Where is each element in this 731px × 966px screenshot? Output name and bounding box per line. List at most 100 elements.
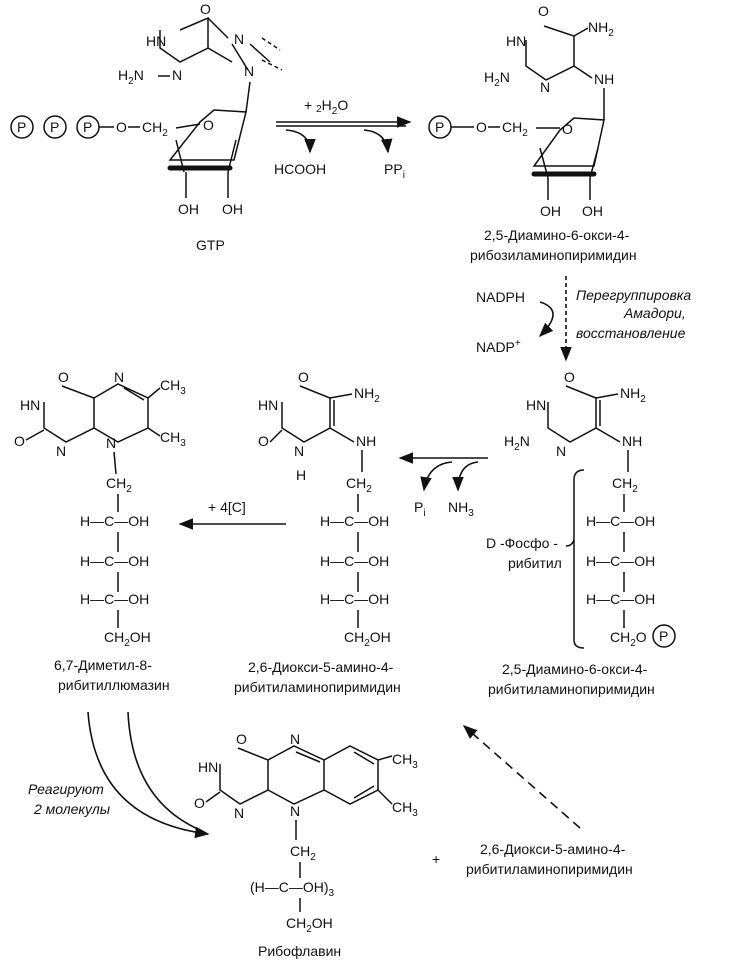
compound-d-label-2: рибитиллюмазин <box>58 677 170 693</box>
r-hn: HN <box>198 759 218 775</box>
phosphoribityl-2: рибитил <box>508 555 562 571</box>
r-ch2: CH2 <box>290 843 316 863</box>
b-ch2o: CH2O <box>610 629 647 649</box>
gtp-oh-3: OH <box>222 201 243 217</box>
compound-a-label-2: рибозиламинопиримидин <box>470 247 637 263</box>
d-c3: H—C—OH <box>80 591 149 607</box>
c-c2: H—C—OH <box>320 553 389 569</box>
d-o: O <box>58 369 69 385</box>
compound-e-label-1: 2,6-Диокси-5-амино-4- <box>480 841 626 857</box>
c-ch2: CH2 <box>346 475 372 495</box>
a-ch2: CH2 <box>502 119 528 139</box>
gtp-p1: P <box>17 119 26 135</box>
nh3-product: NH3 <box>448 499 474 519</box>
r-n1: N <box>234 805 244 821</box>
r-ch3-b: CH3 <box>392 799 418 819</box>
d-c1: H—C—OH <box>80 513 149 529</box>
compound-a-label-1: 2,5-Диамино-6-окси-4- <box>484 227 630 243</box>
compound-c-label-1: 2,6-Диокси-5-амино-4- <box>248 659 394 675</box>
a-o: O <box>538 3 549 19</box>
phosphoribityl-1: D -Фосфо - <box>486 535 558 551</box>
d-hn: HN <box>20 397 40 413</box>
r-o: O <box>236 731 247 747</box>
r-n10: N <box>290 803 300 819</box>
gtp-structure: O HN N N N H2N O OH OH P P P O CH2 <box>10 1 283 217</box>
water-reagent: + 2H2O <box>304 97 348 117</box>
nadph: NADPH <box>476 289 525 305</box>
b-c1: H—C—OH <box>586 513 655 529</box>
two-molecules-2: 2 молекулы <box>33 801 111 817</box>
a-nh: NH <box>594 71 614 87</box>
compound-e-label-2: рибитиламинопиримидин <box>466 861 633 877</box>
amadori-line-3: восстановление <box>576 325 686 341</box>
reaction-3: Pi NH3 <box>398 452 488 519</box>
riboflavin-structure: O HN O N N N CH3 CH3 CH2 (H—C—OH)3 CH2OH <box>194 731 418 935</box>
compound-b-label-2: рибитиламинопиримидин <box>488 681 655 697</box>
pi-product: Pi <box>414 499 426 519</box>
b-c3: H—C—OH <box>586 591 655 607</box>
gtp-h2n: H2N <box>118 67 144 87</box>
compound-d-label-1: 6,7-Диметил-8- <box>54 657 152 673</box>
gtp-p3: P <box>83 119 92 135</box>
gtp-n7: N <box>234 31 244 47</box>
gtp-hn: HN <box>146 33 166 49</box>
a-p: P <box>435 119 444 135</box>
nadp: NADP+ <box>476 338 521 355</box>
r-o2: O <box>194 795 205 811</box>
reaction-4: + 4[C] <box>178 499 286 530</box>
b-o: O <box>564 369 575 385</box>
two-molecules-1: Реагируют <box>28 781 104 797</box>
b-c2: H—C—OH <box>586 553 655 569</box>
c-nh2: NH2 <box>354 385 380 405</box>
a-ring-o: O <box>562 121 573 137</box>
d-o2: O <box>14 433 25 449</box>
d-n8: N <box>106 435 116 451</box>
c-ch2oh: CH2OH <box>344 629 391 649</box>
c-n: N <box>294 443 304 459</box>
b-nh: NH <box>622 433 642 449</box>
gtp-ch2: CH2 <box>142 119 168 139</box>
a-hn: HN <box>506 33 526 49</box>
reaction-1: + 2H2O HCOOH PPi <box>274 97 412 181</box>
b-h2n: H2N <box>504 433 530 453</box>
compound-c-structure: O HN NH2 O N H NH CH2 H—C—OH H—C—OH H—C—… <box>258 369 391 649</box>
reaction-2: NADPH NADP+ Перегруппировка Амадори, вос… <box>476 276 691 362</box>
d-ch2oh: CH2OH <box>104 629 151 649</box>
r-ch3-a: CH3 <box>392 751 418 771</box>
gtp-o: O <box>200 1 211 17</box>
riboflavin-label: Рибофлавин <box>258 943 341 959</box>
a-h2n: H2N <box>484 69 510 89</box>
b-nh2: NH2 <box>620 385 646 405</box>
ppi-product: PPi <box>384 161 405 181</box>
compound-c-label-2: рибитиламинопиримидин <box>234 679 401 695</box>
d-c2: H—C—OH <box>80 553 149 569</box>
r-ribityl: (H—C—OH)3 <box>250 879 335 899</box>
a-oh-2: OH <box>540 203 561 219</box>
gtp-ring-o: O <box>203 117 214 133</box>
a-nh2: NH2 <box>588 19 614 39</box>
hcooh-product: HCOOH <box>274 161 326 177</box>
r-ch2oh: CH2OH <box>286 915 333 935</box>
gtp-p2: P <box>50 119 59 135</box>
c-hn: HN <box>258 397 278 413</box>
c-c3: H—C—OH <box>320 591 389 607</box>
d-ch3-b: CH3 <box>160 429 186 449</box>
compound-a-structure: O HN NH2 N NH H2N O OH OH P O CH2 <box>428 3 614 219</box>
gtp-oh-2: OH <box>178 201 199 217</box>
recycle-arrow <box>462 725 581 829</box>
compound-b-label-1: 2,5-Диамино-6-окси-4- <box>502 661 648 677</box>
gtp-label: GTP <box>196 237 225 253</box>
plus-sign: + <box>432 851 440 867</box>
c-nh: NH <box>356 433 376 449</box>
compound-b-structure: O HN NH2 N NH H2N CH2 H—C—OH H—C—OH H—C—… <box>504 369 676 649</box>
c-h: H <box>296 467 306 483</box>
compound-d-structure: O HN O N N N CH3 CH3 CH2 H—C—OH H—C—OH H… <box>14 369 186 649</box>
r-n5: N <box>290 731 300 747</box>
c-o: O <box>298 369 309 385</box>
b-ch2: CH2 <box>612 475 638 495</box>
c-c1: H—C—OH <box>320 513 389 529</box>
d-n1: N <box>56 443 66 459</box>
four-c-reagent: + 4[C] <box>208 499 246 515</box>
